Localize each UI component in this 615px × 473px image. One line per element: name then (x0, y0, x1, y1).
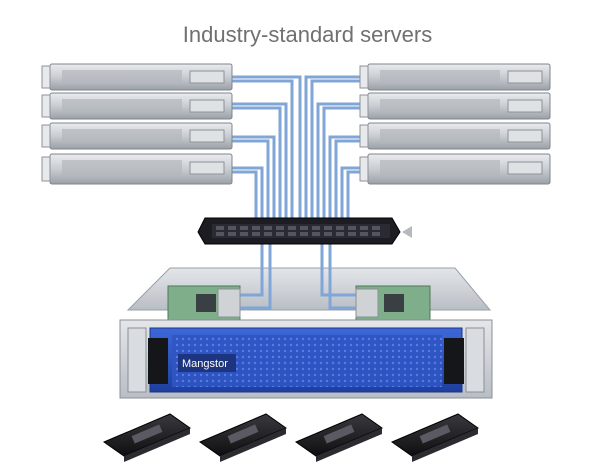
server-stack-left (41, 63, 233, 185)
flash-card (198, 413, 288, 462)
rack-server (359, 63, 551, 91)
rack-server (359, 153, 551, 185)
storage-chassis (119, 319, 493, 399)
brand-label: Mangstor (182, 358, 228, 370)
network-switch (197, 217, 412, 245)
flash-card (390, 413, 480, 462)
rack-server (41, 63, 233, 91)
rack-server (41, 153, 233, 185)
nic-card-left (167, 285, 241, 321)
rack-server (41, 122, 233, 150)
rack-server (359, 122, 551, 150)
network-cables (232, 75, 368, 310)
rack-server (41, 92, 233, 120)
server-stack-right (359, 63, 551, 185)
rack-server (359, 92, 551, 120)
diagram-title: Industry-standard servers (182, 22, 433, 47)
nic-card-right (355, 285, 431, 321)
flash-card (294, 413, 384, 462)
flash-card (102, 413, 192, 462)
